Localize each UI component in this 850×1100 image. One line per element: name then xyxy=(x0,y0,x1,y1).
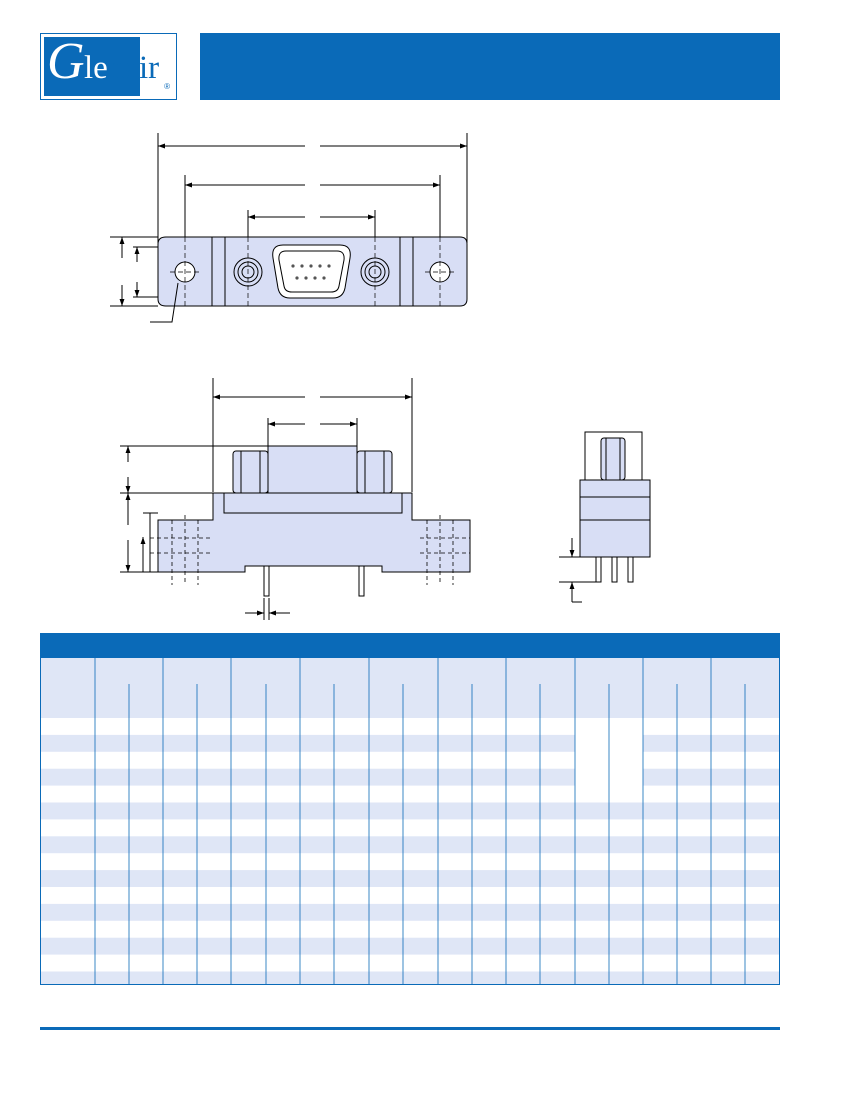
table-grid xyxy=(41,658,779,984)
front-view-drawing xyxy=(110,133,468,323)
table-row-stripe xyxy=(41,819,779,837)
table-row-stripe xyxy=(41,718,779,735)
footer-rule xyxy=(40,1027,780,1030)
logo-g-letter: G xyxy=(47,33,85,90)
connector-drawings xyxy=(110,133,651,620)
table-row-stripe xyxy=(41,920,779,938)
logo-blue-block xyxy=(44,37,140,96)
table-header-bar xyxy=(41,634,779,658)
table-row-stripe xyxy=(41,853,779,871)
logo-wordmark: lenair xyxy=(84,50,160,86)
glenair-logo: G lenair ® xyxy=(40,33,177,100)
side-view-drawing xyxy=(120,378,471,620)
table-row-stripe xyxy=(41,785,779,803)
title-banner xyxy=(200,33,780,100)
end-view-drawing xyxy=(559,431,651,603)
table-row-stripe xyxy=(41,751,779,769)
table-row-stripe xyxy=(41,887,779,904)
dimensions-table xyxy=(40,633,780,985)
logo-registered-mark: ® xyxy=(164,82,170,91)
table-row-stripe xyxy=(41,954,779,972)
